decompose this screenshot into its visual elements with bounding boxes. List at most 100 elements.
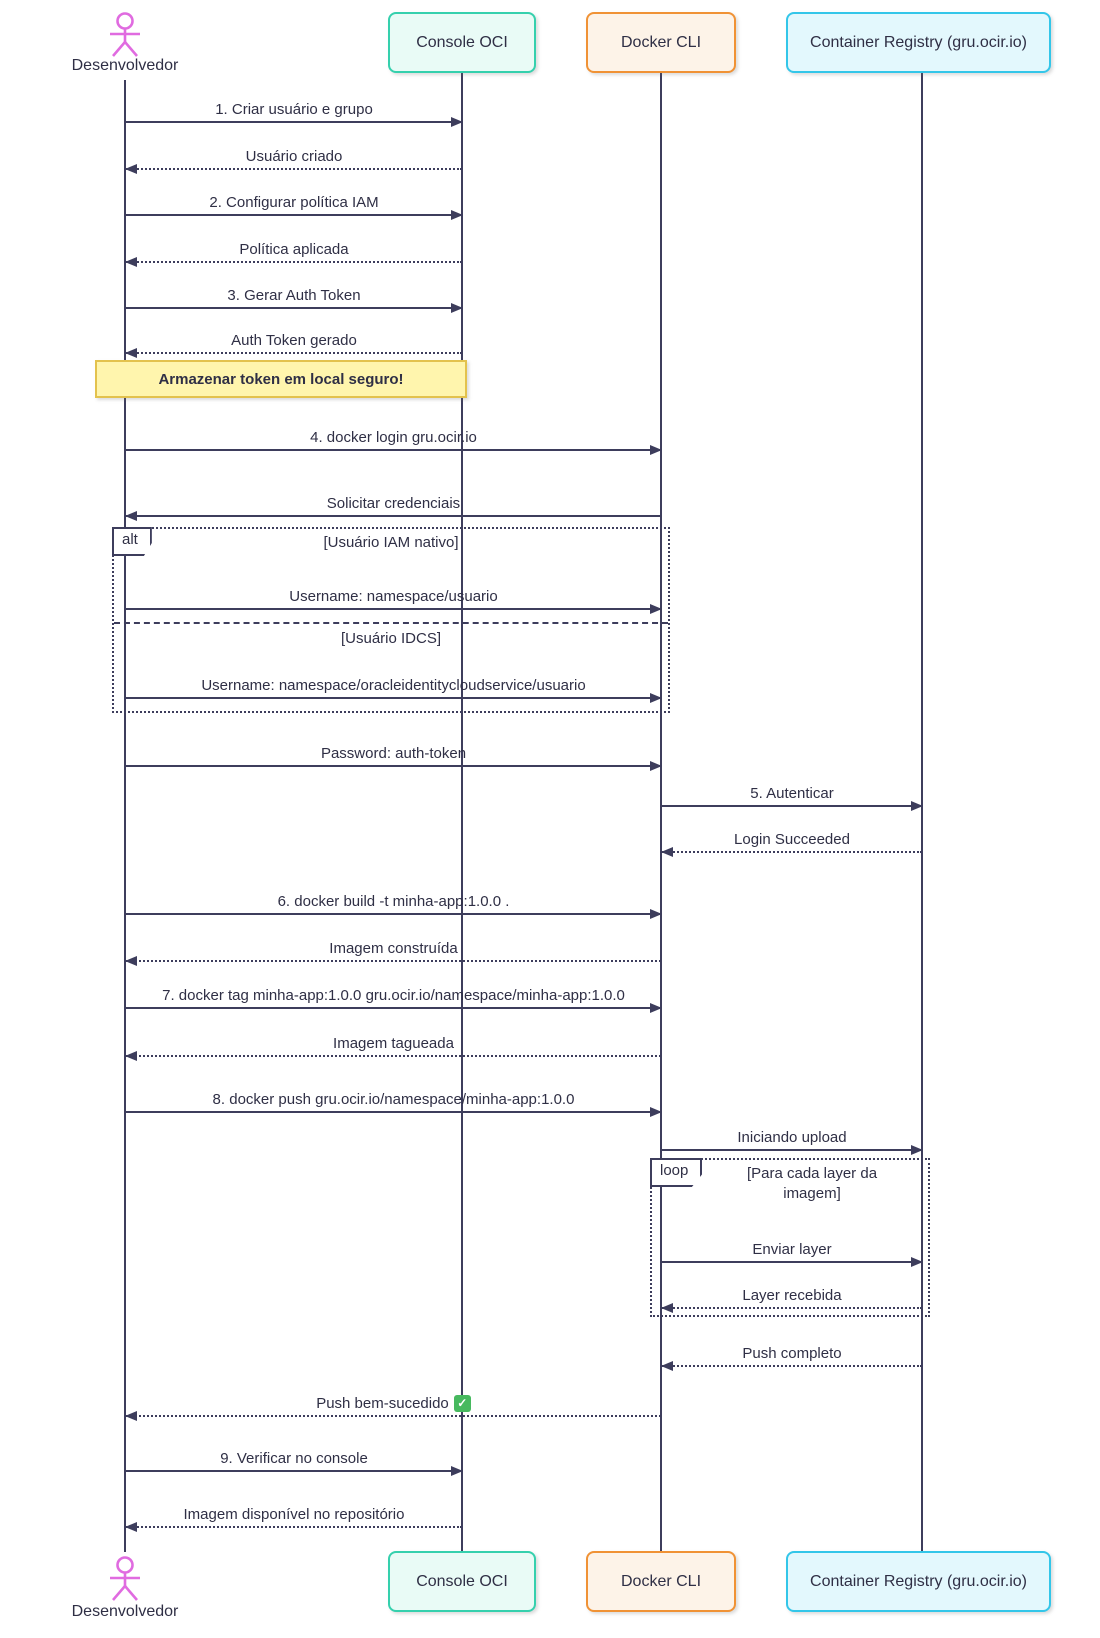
message-label: Login Succeeded xyxy=(734,830,850,848)
message-label: Imagem tagueada xyxy=(333,1034,454,1052)
message-arrow xyxy=(126,761,662,771)
message-label: Imagem disponível no repositório xyxy=(183,1505,405,1523)
actor-label-top: Desenvolvedor xyxy=(71,57,179,74)
arrowhead-icon xyxy=(911,1257,923,1267)
message: Password: auth-token xyxy=(126,743,662,771)
lifeline-docker-cli xyxy=(660,73,662,1552)
message: 5. Autenticar xyxy=(662,783,923,811)
message-arrow xyxy=(125,1411,661,1421)
participant-label: Docker CLI xyxy=(620,1572,702,1590)
message: Solicitar credenciais xyxy=(125,493,661,521)
message-label: 6. docker build -t minha-app:1.0.0 . xyxy=(277,892,510,910)
message-arrow xyxy=(125,956,661,966)
arrowhead-icon xyxy=(125,1411,137,1421)
participant-container-registry-top: Container Registry (gru.ocir.io) xyxy=(786,12,1051,73)
message-arrow xyxy=(126,117,463,127)
alt-divider xyxy=(114,622,668,624)
message-arrow xyxy=(126,909,662,919)
message-label: 9. Verificar no console xyxy=(220,1449,368,1467)
message: Imagem tagueada xyxy=(125,1033,661,1061)
message-label: Política aplicada xyxy=(239,240,349,258)
arrowhead-icon xyxy=(125,257,137,267)
message: 7. docker tag minha-app:1.0.0 gru.ocir.i… xyxy=(126,985,662,1013)
message-arrow xyxy=(126,445,662,455)
message-text: Push bem-sucedido xyxy=(316,1394,449,1412)
message-arrow xyxy=(126,1466,463,1476)
message-label: Username: namespace/usuario xyxy=(289,587,498,605)
participant-container-registry-bottom: Container Registry (gru.ocir.io) xyxy=(786,1551,1051,1612)
participant-console-oci-bottom: Console OCI xyxy=(388,1551,536,1612)
lifeline-container-registry xyxy=(921,73,923,1552)
arrowhead-icon xyxy=(125,956,137,966)
message: 2. Configurar política IAM xyxy=(126,192,463,220)
message: Push bem-sucedido ✓ xyxy=(125,1393,661,1421)
message-label: 2. Configurar política IAM xyxy=(209,193,379,211)
participant-console-oci-top: Console OCI xyxy=(388,12,536,73)
loop-fragment: loop [Para cada layer da imagem] xyxy=(650,1158,930,1317)
message-arrow xyxy=(126,1107,662,1117)
arrowhead-icon xyxy=(661,1303,673,1313)
check-mark-icon: ✓ xyxy=(453,1394,471,1412)
arrowhead-icon xyxy=(650,604,662,614)
message-arrow xyxy=(662,1145,923,1155)
loop-fragment-label: loop xyxy=(650,1158,703,1187)
participant-label: Docker CLI xyxy=(620,33,702,51)
message-arrow xyxy=(126,303,463,313)
actor-label-bottom: Desenvolvedor xyxy=(71,1603,179,1620)
message: 3. Gerar Auth Token xyxy=(126,285,463,313)
alt-condition-2: [Usuário IDCS] xyxy=(340,630,442,647)
message-label: Layer recebida xyxy=(742,1286,842,1304)
message-arrow xyxy=(126,210,463,220)
participant-label: Console OCI xyxy=(416,33,508,51)
message-arrow xyxy=(662,1257,923,1267)
message-arrow xyxy=(125,164,462,174)
message-label: 5. Autenticar xyxy=(750,784,834,802)
message: Push completo xyxy=(661,1343,922,1371)
arrowhead-icon xyxy=(451,210,463,220)
message: Usuário criado xyxy=(125,146,462,174)
message-arrow xyxy=(125,257,462,267)
message-label: Usuário criado xyxy=(245,147,343,165)
message: Auth Token gerado xyxy=(125,330,462,358)
message: Username: namespace/usuario xyxy=(126,586,662,614)
message: Imagem construída xyxy=(125,938,661,966)
message: Login Succeeded xyxy=(661,829,922,857)
arrowhead-icon xyxy=(125,348,137,358)
arrowhead-icon xyxy=(650,761,662,771)
participant-label: Container Registry (gru.ocir.io) xyxy=(810,33,1027,51)
message-label: Iniciando upload xyxy=(737,1128,847,1146)
lifeline-desenvolvedor xyxy=(124,80,126,1552)
arrowhead-icon xyxy=(650,1107,662,1117)
loop-condition: [Para cada layer da imagem] xyxy=(746,1165,878,1202)
arrowhead-icon xyxy=(650,1003,662,1013)
message-arrow xyxy=(125,511,661,521)
message-label: Auth Token gerado xyxy=(231,331,357,349)
actor-figure-bottom xyxy=(103,1556,147,1607)
alt-condition-1: [Usuário IAM nativo] xyxy=(323,534,459,551)
note: Armazenar token em local seguro! xyxy=(95,360,467,398)
message: Enviar layer xyxy=(662,1239,923,1267)
message-label: 1. Criar usuário e grupo xyxy=(215,100,373,118)
arrowhead-icon xyxy=(650,445,662,455)
message: 1. Criar usuário e grupo xyxy=(126,99,463,127)
arrowhead-icon xyxy=(125,1522,137,1532)
person-stick-figure-icon xyxy=(110,12,140,57)
arrowhead-icon xyxy=(451,1466,463,1476)
message: 9. Verificar no console xyxy=(126,1448,463,1476)
message: Layer recebida xyxy=(661,1285,922,1313)
arrowhead-icon xyxy=(125,1051,137,1061)
arrowhead-icon xyxy=(125,164,137,174)
message-arrow xyxy=(125,1522,462,1532)
message-arrow xyxy=(661,847,922,857)
participant-label: Console OCI xyxy=(416,1572,508,1590)
message: 4. docker login gru.ocir.io xyxy=(126,427,662,455)
message-label: Username: namespace/oracleidentityclouds… xyxy=(201,676,586,694)
message-arrow xyxy=(661,1303,922,1313)
message-label: Password: auth-token xyxy=(320,744,467,762)
alt-fragment: alt [Usuário IAM nativo] [Usuário IDCS] xyxy=(112,527,670,713)
message-arrow xyxy=(126,693,662,703)
arrowhead-icon xyxy=(661,1361,673,1371)
arrowhead-icon xyxy=(650,909,662,919)
message: Username: namespace/oracleidentityclouds… xyxy=(126,675,662,703)
